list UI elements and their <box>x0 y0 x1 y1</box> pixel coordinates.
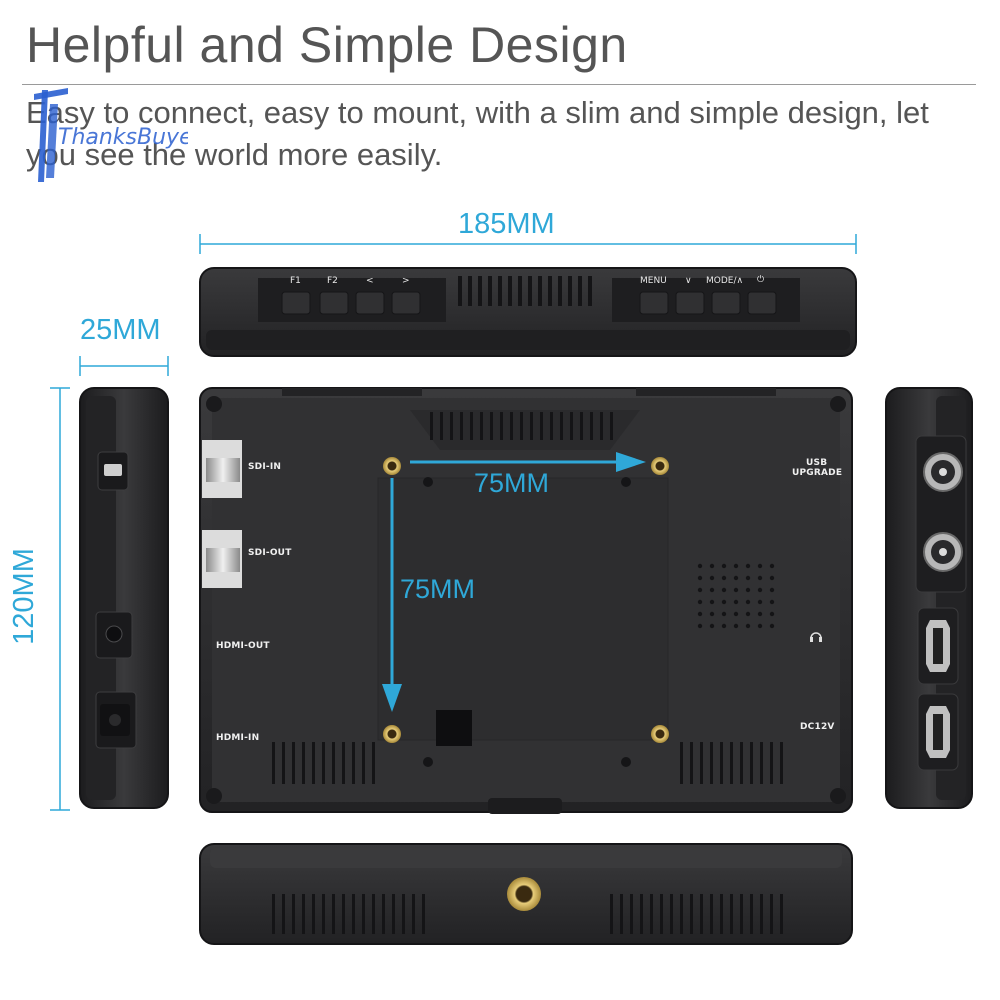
vesa-vertical-label: 75MM <box>400 574 476 604</box>
hdmi-out-label: HDMI-OUT <box>216 641 270 651</box>
back-view <box>199 387 853 814</box>
power-icon: ⏻ <box>757 275 765 285</box>
sdi-in-label: SDI-IN <box>248 462 282 472</box>
down-button-label: ∨ <box>685 276 692 286</box>
f2-button-label: F2 <box>327 276 338 286</box>
watermark-logo: ThanksBuyer <box>28 86 204 186</box>
menu-button-label: MENU <box>640 276 667 286</box>
height-dimension-line <box>50 387 70 811</box>
mode-button-label: MODE/∧ <box>706 276 744 286</box>
depth-label: 25MM <box>80 314 161 346</box>
left-side-view <box>79 387 169 809</box>
hdmi-in-label: HDMI-IN <box>216 733 260 743</box>
depth-dimension-line <box>79 356 169 376</box>
right-button-label: > <box>402 276 410 286</box>
sdi-out-label: SDI-OUT <box>248 548 292 558</box>
page-title: Helpful and Simple Design <box>26 17 628 73</box>
headphone-icon <box>810 632 822 642</box>
description-text: Easy to connect, easy to mount, with a s… <box>26 95 929 172</box>
title-divider <box>22 84 976 85</box>
left-button-label: < <box>366 276 374 286</box>
vesa-horizontal-arrow <box>410 452 646 472</box>
dc12v-label: DC12V <box>800 722 835 732</box>
width-label: 185MM <box>458 208 555 240</box>
usb-label: USB <box>806 458 828 468</box>
bottom-view <box>199 843 853 945</box>
tripod-mount-hole <box>507 877 541 911</box>
vesa-vertical-arrow <box>382 478 402 712</box>
right-side-view <box>885 387 973 809</box>
height-label: 120MM <box>7 548 40 645</box>
watermark-text: ThanksBuyer <box>58 125 188 150</box>
vesa-horizontal-label: 75MM <box>474 468 550 498</box>
width-dimension-line <box>199 234 857 254</box>
top-view <box>199 267 857 357</box>
upgrade-label: UPGRADE <box>792 468 843 478</box>
f1-button-label: F1 <box>290 276 301 286</box>
